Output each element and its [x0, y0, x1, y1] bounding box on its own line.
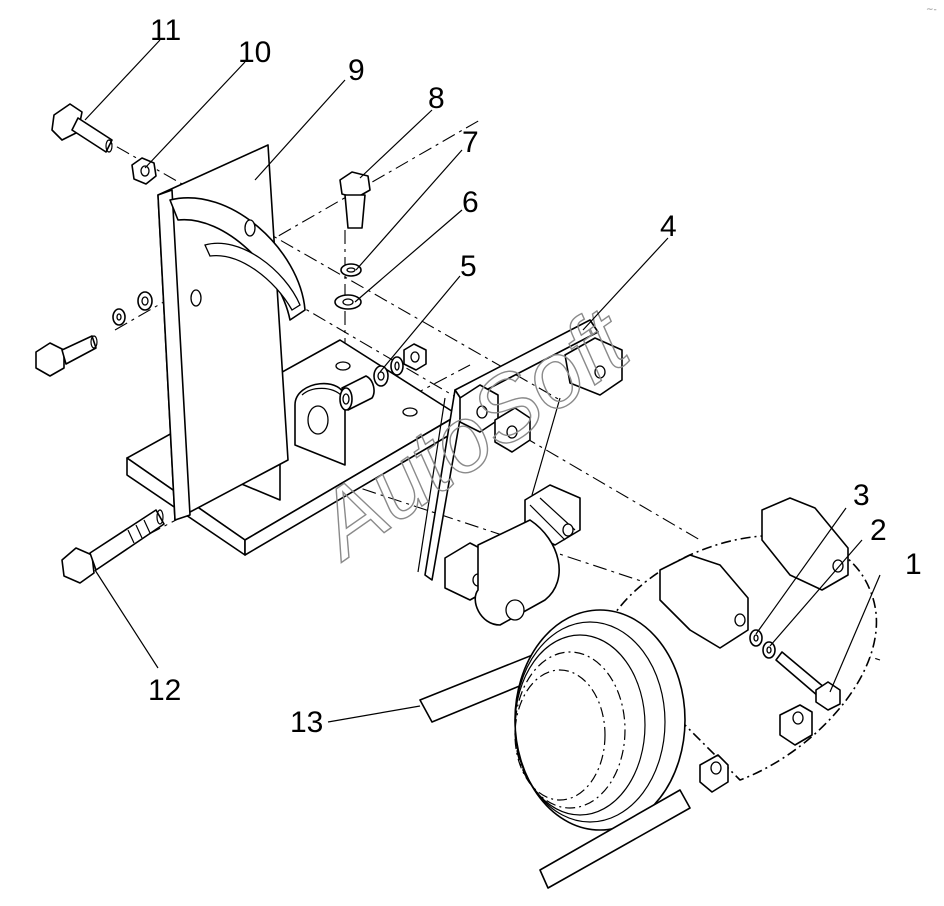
callout-4: 4	[660, 210, 677, 243]
callout-8: 8	[428, 82, 445, 115]
pulley-13	[419, 609, 691, 889]
callout-3: 3	[853, 479, 870, 512]
nut-10	[131, 157, 157, 185]
washers-5	[373, 343, 427, 387]
pedestal-block-right	[294, 382, 346, 466]
bolt-1	[775, 651, 841, 711]
callout-7: 7	[462, 126, 479, 159]
washers-left	[112, 291, 153, 326]
bracket-9	[157, 144, 306, 521]
bolt-12	[61, 509, 165, 584]
leader-lines	[84, 39, 881, 723]
lock-washer-7	[340, 263, 362, 277]
washer-3	[749, 629, 763, 647]
callout-numbers: 1 2 3 4 5 6 7 8 9 10 11 12 13	[148, 14, 922, 739]
bolt-8	[339, 171, 371, 229]
bolt-11	[51, 103, 113, 153]
callout-5: 5	[460, 250, 477, 283]
spacer-5	[339, 375, 375, 411]
callout-6: 6	[462, 186, 479, 219]
callout-2: 2	[870, 514, 887, 547]
bolt-left-middle	[35, 335, 98, 377]
callout-13: 13	[290, 706, 323, 739]
bracket-4	[417, 319, 623, 626]
callout-11: 11	[150, 14, 181, 47]
alternator-body	[599, 497, 878, 793]
callout-10: 10	[238, 36, 271, 69]
corner-mark: ~-	[926, 5, 937, 15]
washer-6	[334, 294, 362, 310]
callout-12: 12	[148, 674, 181, 707]
callout-1: 1	[905, 548, 922, 581]
washer-2	[762, 641, 776, 659]
callout-9: 9	[348, 54, 365, 87]
